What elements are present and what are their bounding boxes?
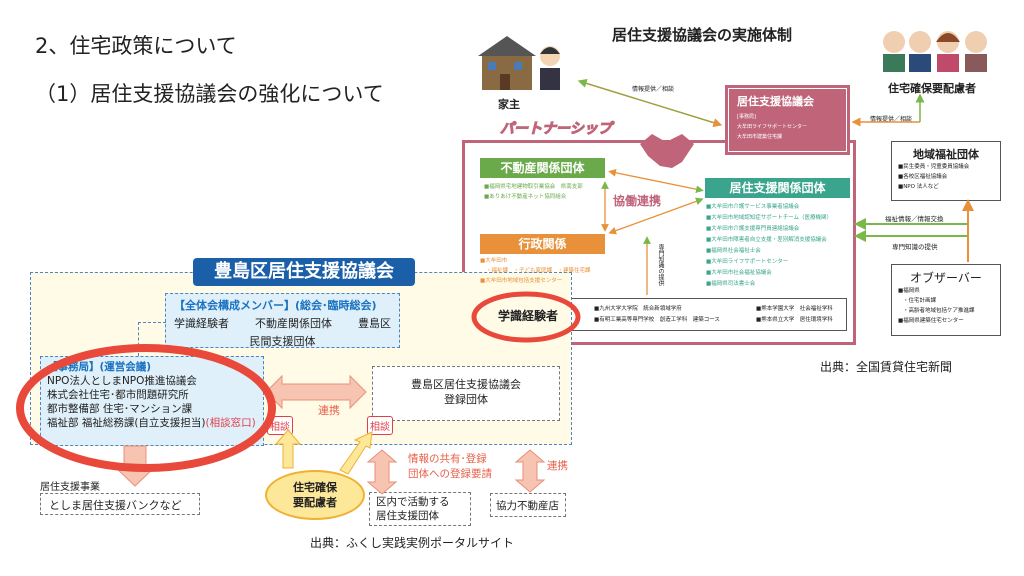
vulnerable-line: 要配慮者 bbox=[293, 496, 337, 509]
real-estate-list: ■福岡県宅地建物取引業協会 県南支部 ■ありあけ不動産ネット協同組合 bbox=[484, 182, 583, 202]
list-item: ■福岡県司法書士会 bbox=[706, 281, 756, 287]
left-source: 出典：ふくし実践実例ポータルサイト bbox=[310, 536, 515, 550]
landlord-label: 家主 bbox=[498, 98, 520, 111]
list-item: ■福岡県宅地建物取引業協会 県南支部 bbox=[484, 184, 583, 190]
local-groups-line: 区内で活動する bbox=[376, 496, 450, 508]
list-item: ・高齢者地域包括ケア推進課 bbox=[903, 308, 975, 314]
connector-line bbox=[138, 322, 166, 356]
partnership-label: パートナーシップ bbox=[500, 121, 613, 138]
council-office: [事務局] bbox=[737, 114, 756, 120]
office-item: 都市整備部 住宅･マンション課 bbox=[47, 403, 193, 415]
list-item: ■福岡県建築住宅センター bbox=[898, 318, 964, 324]
registered-line: 登録団体 bbox=[444, 393, 488, 406]
consult-badge: 相談 bbox=[267, 416, 293, 435]
slide-subheading: （1）居住支援協議会の強化について bbox=[35, 82, 384, 106]
support-header: 居住支援関係団体 bbox=[705, 178, 850, 198]
member: 学識経験者 bbox=[174, 317, 229, 330]
expertise-vertical-label: 専門知識の提供 bbox=[657, 244, 664, 286]
list-item: ■NPO 法人など bbox=[898, 184, 939, 190]
members-title: 【全体会構成メンバー】(総会･臨時総会) bbox=[174, 299, 377, 312]
registered-box: 豊島区居住支援協議会 登録団体 bbox=[372, 366, 560, 421]
real-estate-header: 不動産関係団体 bbox=[480, 158, 605, 178]
list-item: ■民生委員・児童委員協議会 bbox=[898, 164, 970, 170]
academics-title: 学識経験者 bbox=[498, 309, 559, 323]
members-box: 【全体会構成メンバー】(総会･臨時総会) 学識経験者 不動産関係団体 豊島区 民間支… bbox=[165, 293, 400, 348]
list-item: ■熊本学園大学 社会福祉学科 bbox=[756, 306, 833, 312]
list-item: ■大牟田市地域包括支援センター bbox=[480, 278, 563, 284]
list-item: ■大牟田市社会福祉協議会 bbox=[706, 270, 772, 276]
down-arrow bbox=[112, 445, 158, 487]
list-item: ・福祉課 ・子ども家庭課 ・建築住宅課 bbox=[486, 268, 591, 274]
member: 豊島区 bbox=[358, 317, 391, 330]
support-list: ■大牟田市介護サービス事業者協議会 ■大牟田市地域認知症サポートチーム（医療機関… bbox=[706, 202, 832, 290]
office-item: 福祉部 福祉総務課(自立支援担当) bbox=[47, 417, 206, 429]
project-label: 居住支援事業 bbox=[40, 482, 100, 493]
admin-list: ■大牟田市 ・福祉課 ・子ども家庭課 ・建築住宅課 ■大牟田市地域包括支援センタ… bbox=[480, 256, 591, 286]
list-item: ■大牟田ライフサポートセンター bbox=[706, 259, 789, 265]
list-item: ・住宅計画課 bbox=[903, 298, 937, 304]
office-title: 【事務局】(運営会議) bbox=[47, 361, 152, 373]
expertise-label: 専門知識の提供 bbox=[892, 243, 938, 251]
council-member: 大牟田市建築住宅課 bbox=[737, 134, 783, 140]
left-title: 豊島区居住支援協議会 bbox=[193, 258, 415, 286]
office-item: NPO法人としまNPO推進協議会 bbox=[47, 375, 197, 387]
diagram-title: 居住支援協議会の実施体制 bbox=[612, 26, 793, 44]
consult-badge: 相談 bbox=[367, 416, 393, 435]
council-member: 大牟田ライフサポートセンター bbox=[737, 124, 808, 130]
council-title: 居住支援協議会 bbox=[737, 95, 814, 108]
list-item: ■福岡県 bbox=[898, 288, 920, 294]
list-item: ■大牟田市障害者自立支援・差別解消支援協議会 bbox=[706, 237, 827, 243]
observer-box: オブザーバー ■福岡県 ・住宅計画課 ・高齢者地域包括ケア推進課 ■福岡県建築住… bbox=[891, 264, 1001, 336]
member: 民間支援団体 bbox=[249, 335, 316, 348]
list-item: ■大牟田市介護サービス事業者協議会 bbox=[706, 204, 800, 210]
handshake-icon bbox=[640, 134, 694, 168]
info-consult-label: 情報提供／相談 bbox=[632, 86, 675, 93]
slide-heading: 2、住宅政策について bbox=[35, 34, 237, 58]
info-share-line: 団体への登録要請 bbox=[408, 468, 492, 480]
list-item: ■熊本県立大学 居住環境学科 bbox=[756, 317, 833, 323]
info-consult-right-label: 情報提供／相談 bbox=[870, 116, 913, 123]
link-label: 連携 bbox=[318, 404, 340, 417]
list-item: ■有明工業高等専門学校 創造工学科 建築コース bbox=[594, 317, 720, 323]
info-share-label: 情報の共有･登録 団体への登録要請 bbox=[408, 452, 492, 482]
council-box: 居住支援協議会 [事務局] 大牟田ライフサポートセンター 大牟田市建築住宅課 bbox=[725, 85, 850, 155]
office-box: 【事務局】(運営会議) NPO法人としまNPO推進協議会 株式会社住宅･都市問題… bbox=[40, 356, 264, 446]
office-item: 株式会社住宅･都市問題研究所 bbox=[47, 389, 189, 401]
welfare-info-label: 福祉情報／情報交換 bbox=[885, 215, 944, 223]
registered-line: 豊島区居住支援協議会 bbox=[411, 378, 521, 391]
observer-title: オブザーバー bbox=[910, 271, 982, 285]
right-source: 出典：全国賃貸住宅新聞 bbox=[820, 360, 953, 374]
vulnerable-people-icon bbox=[883, 31, 987, 72]
consult-window: (相談窓口) bbox=[205, 417, 256, 429]
list-item: ■各校区福祉協議会 bbox=[898, 174, 948, 180]
link2-label: 連携 bbox=[547, 460, 568, 472]
admin-header: 行政関係 bbox=[480, 234, 605, 254]
member: 不動産関係団体 bbox=[255, 317, 332, 330]
vulnerable-line: 住宅確保 bbox=[293, 481, 337, 494]
list-item: ■大牟田市地域認知症サポートチーム（医療機関） bbox=[706, 215, 833, 221]
list-item: ■ありあけ不動産ネット協同組合 bbox=[484, 194, 567, 200]
list-item: ■大牟田市介護支援専門員連絡協議会 bbox=[706, 226, 800, 232]
project-box: としま居住支援バンクなど bbox=[40, 493, 200, 515]
local-groups-box: 区内で活動する 居住支援団体 bbox=[369, 492, 471, 526]
info-share-line: 情報の共有･登録 bbox=[408, 453, 487, 465]
welfare-title: 地域福祉団体 bbox=[913, 148, 979, 161]
local-groups-line: 居住支援団体 bbox=[376, 510, 439, 522]
list-item: ■大牟田市 bbox=[480, 258, 508, 264]
list-item: ■九州大学大学院 統合新領域学府 bbox=[594, 306, 682, 312]
vulnerable-ellipse: 住宅確保 要配慮者 bbox=[265, 470, 365, 520]
collab-label: 協働連携 bbox=[613, 194, 662, 208]
realtor-box: 協力不動産店 bbox=[490, 493, 566, 517]
landlord-house-icon bbox=[478, 36, 560, 90]
vulnerable-label: 住宅確保要配慮者 bbox=[888, 82, 976, 95]
welfare-box: 地域福祉団体 ■民生委員・児童委員協議会 ■各校区福祉協議会 ■NPO 法人など bbox=[891, 141, 1001, 201]
list-item: ■福岡県社会福祉士会 bbox=[706, 248, 761, 254]
